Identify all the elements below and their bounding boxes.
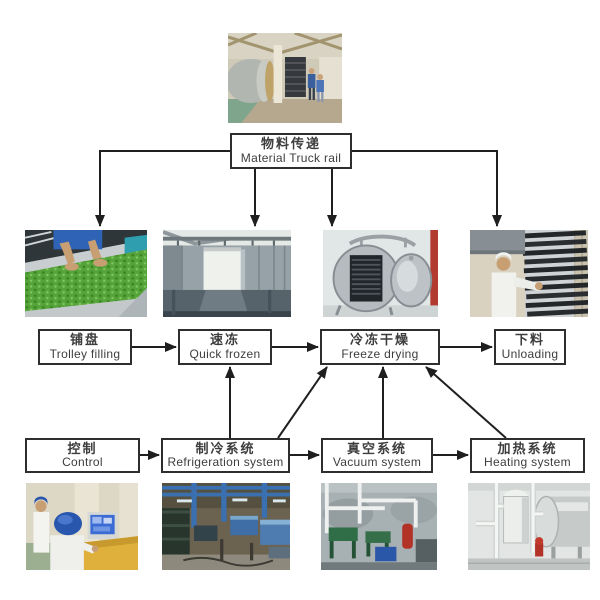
vacuum-pumps-photo-illustration [321,483,437,570]
node-label-en: Unloading [501,346,559,361]
photo-trolley-filling [25,230,147,317]
freeze-drying-photo-illustration [323,230,438,317]
photo-freeze-drying [323,230,438,317]
node-label-en: Quick frozen [189,346,261,361]
node-label-zh: 控制 [67,440,98,456]
node-label-zh: 冷冻干燥 [349,332,410,348]
node-material-truck-rail: 物料传递 Material Truck rail [230,133,352,169]
node-label-zh: 加热系统 [497,440,558,456]
node-label-zh: 物料传递 [260,136,321,152]
photo-refrigeration-plant [162,483,290,570]
node-label-en: Freeze drying [341,346,419,361]
node-label-en: Material Truck rail [240,150,342,165]
unloading-photo-illustration [470,230,588,317]
refrigeration-plant-photo-illustration [162,483,290,570]
quick-frozen-photo-illustration [163,230,291,317]
node-label-zh: 真空系统 [346,440,407,456]
node-label-zh: 下料 [514,332,545,348]
node-label-en: Heating system [484,455,571,470]
node-vacuum-system: 真空系统 Vacuum system [321,438,433,473]
node-label-en: Control [62,455,103,470]
node-freeze-drying: 冷冻干燥 Freeze drying [320,329,440,365]
photo-material-transfer [228,33,342,123]
material-transfer-photo-illustration [228,33,342,123]
node-label-en: Refrigeration system [167,455,284,470]
photo-unloading [470,230,588,317]
node-refrigeration-system: 制冷系统 Refrigeration system [161,438,290,473]
node-heating-system: 加热系统 Heating system [470,438,585,473]
node-label-en: Vacuum system [332,455,422,470]
heating-system-photo-illustration [468,483,590,570]
node-trolley-filling: 铺盘 Trolley filling [38,329,132,365]
photo-heating-system [468,483,590,570]
photo-control-room [26,483,138,570]
node-label-zh: 制冷系统 [195,440,256,456]
node-label-en: Trolley filling [49,346,121,361]
node-label-zh: 铺盘 [69,332,100,348]
node-control: 控制 Control [25,438,140,473]
node-label-zh: 速冻 [209,332,240,348]
trolley-filling-photo-illustration [25,230,147,317]
node-quick-frozen: 速冻 Quick frozen [178,329,272,365]
control-room-photo-illustration [26,483,138,570]
photo-vacuum-pumps [321,483,437,570]
photo-quick-frozen [163,230,291,317]
node-unloading: 下料 Unloading [494,329,566,365]
